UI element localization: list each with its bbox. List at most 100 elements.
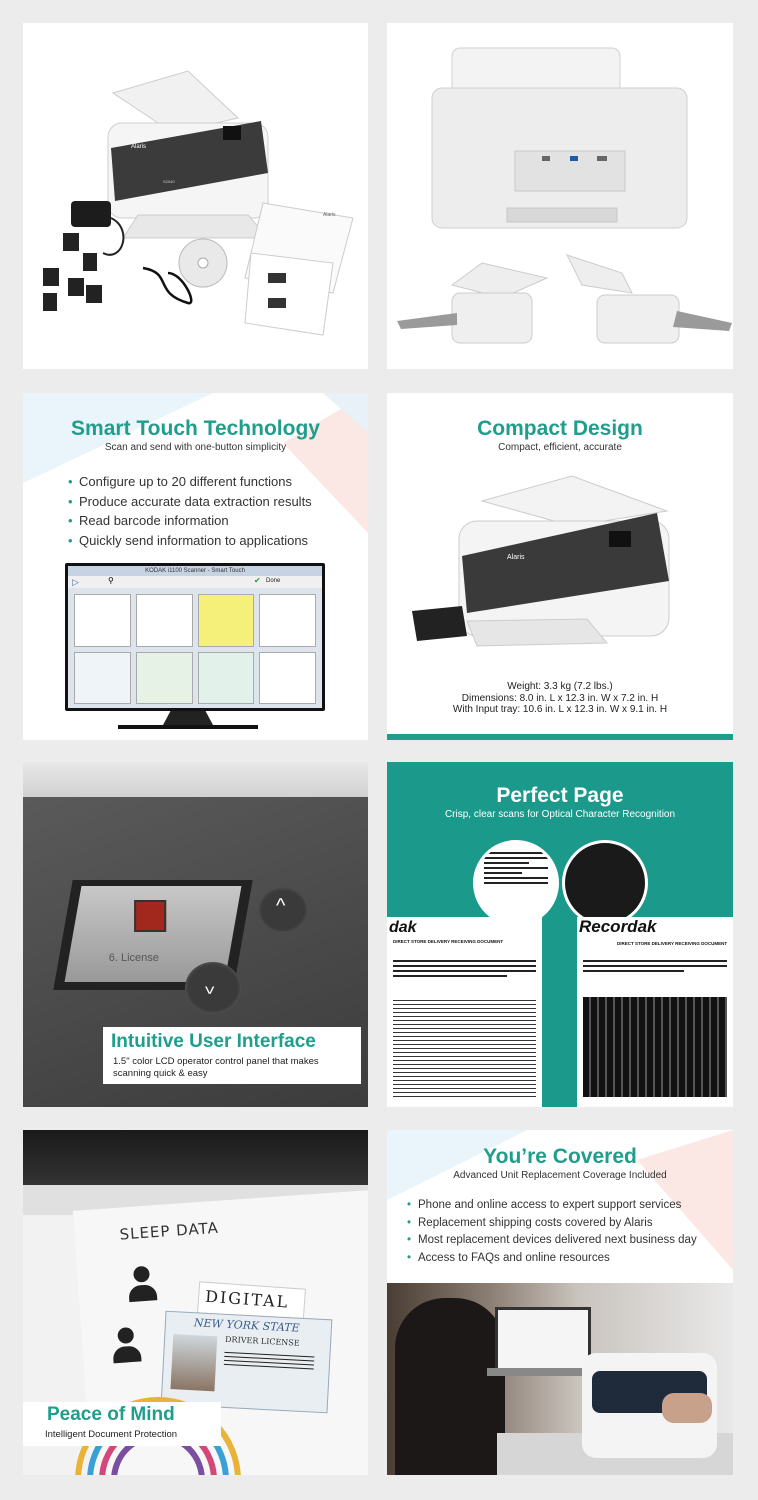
background-triangles — [23, 393, 368, 533]
compact-scanner-illustration: Alaris — [412, 475, 670, 647]
bullet-item: Configure up to 20 different functions — [68, 472, 312, 492]
views-illustration — [397, 47, 732, 344]
scanner-lcd — [223, 126, 241, 140]
document-clear: dak DIRECT STORE DELIVERY RECEIVING DOCU… — [387, 917, 542, 1107]
peace-caption: Peace of Mind Intelligent Document Prote… — [23, 1402, 221, 1446]
side-view-right — [566, 254, 633, 294]
thumbnail[interactable] — [197, 594, 255, 647]
page-thumbnails — [74, 594, 316, 704]
bullet-item: Access to FAQs and online resources — [407, 1250, 697, 1268]
input-tray — [111, 70, 240, 134]
compact-scanner-brand: Alaris — [507, 554, 525, 561]
woman-silhouette — [395, 1298, 505, 1475]
interface-title: Intuitive User Interface — [111, 1031, 316, 1052]
spec-weight: Weight: 3.3 kg (7.2 lbs.) — [507, 681, 613, 692]
thumbnail[interactable] — [135, 651, 193, 704]
tile-intuitive-ui: 6. License ^ ^ Intuitive User Interface … — [23, 762, 368, 1107]
doc-left-logo: dak — [389, 919, 417, 936]
office-photo — [387, 1283, 733, 1475]
covered-bullets: Phone and online access to expert suppor… — [407, 1197, 697, 1268]
thumbnail[interactable] — [259, 594, 316, 647]
teal-bar — [387, 734, 733, 740]
smart-touch-subtitle: Scan and send with one-button simplicity — [104, 442, 287, 453]
bullet-item: Produce accurate data extraction results — [68, 492, 312, 512]
peace-title: Peace of Mind — [47, 1404, 175, 1425]
perfect-page-title: Perfect Page — [496, 784, 624, 807]
plug-2 — [83, 253, 97, 271]
tile-peace-of-mind: SLEEP DATA DIGITAL NEW YORK STATE DRIVER… — [23, 1130, 368, 1475]
peace-subtitle: Intelligent Document Protection — [45, 1429, 178, 1440]
scanner-model: S2040 — [163, 179, 175, 184]
tile-in-the-box: Alaris S2040 Alaris — [23, 23, 368, 369]
tile-smart-touch: Smart Touch Technology Scan and send wit… — [23, 393, 368, 740]
license-icon — [134, 900, 167, 932]
thumbnail[interactable] — [135, 594, 193, 647]
zoom-circle-right — [562, 840, 648, 926]
digital-label: DIGITAL — [204, 1286, 290, 1312]
monitor-stand — [118, 711, 258, 733]
usb-cable — [142, 266, 193, 305]
bundle-illustration: Alaris S2040 Alaris — [43, 70, 354, 336]
compact-specs: Weight: 3.3 kg (7.2 lbs.) Dimensions: 8.… — [387, 681, 733, 716]
laptop-screen — [495, 1307, 591, 1371]
plug-1 — [63, 233, 79, 251]
lcd-label: 6. License — [108, 952, 159, 964]
bullet-item: Quickly send information to applications — [68, 531, 312, 551]
thumbnail[interactable] — [197, 651, 255, 704]
usb-port — [570, 156, 578, 161]
bullet-item: Phone and online access to expert suppor… — [407, 1197, 697, 1215]
hand — [662, 1393, 712, 1423]
bullet-item: Replacement shipping costs covered by Al… — [407, 1215, 697, 1233]
scanner-top — [111, 121, 268, 201]
smart-touch-bullets: Configure up to 20 different functions P… — [68, 472, 312, 550]
doc-right-logo: Recordak — [579, 917, 657, 936]
search-icon[interactable]: ⚲ — [108, 576, 114, 585]
compact-title: Compact Design — [477, 417, 643, 440]
bullet-item: Most replacement devices delivered next … — [407, 1232, 697, 1250]
tile-compact-design: Compact Design Compact, efficient, accur… — [387, 393, 733, 740]
smart-touch-window: KODAK i1100 Scanner - Smart Touch ▷ ⚲ ✔ … — [68, 566, 322, 708]
scanner-brand: Alaris — [131, 144, 146, 150]
spec-with-tray: With Input tray: 10.6 in. L x 12.3 in. W… — [452, 704, 668, 715]
perfect-page-subtitle: Crisp, clear scans for Optical Character… — [444, 809, 676, 820]
sheet-brand: Alaris — [323, 212, 336, 218]
down-button[interactable]: ^ — [185, 962, 241, 1014]
quick-start-sheet — [244, 252, 334, 336]
zoom-circle-left — [473, 840, 559, 926]
covered-title: You’re Covered — [483, 1145, 637, 1168]
bullet-item: Read barcode information — [68, 511, 312, 531]
chevron-down-icon: ^ — [205, 975, 215, 997]
thumbnail[interactable] — [74, 594, 131, 647]
window-titlebar: KODAK i1100 Scanner - Smart Touch — [68, 566, 322, 576]
compact-subtitle: Compact, efficient, accurate — [498, 442, 622, 453]
output-tray — [412, 606, 467, 641]
sleep-data-heading: SLEEP DATA — [119, 1218, 220, 1244]
scanner-edge — [23, 1130, 368, 1185]
laptop-base — [487, 1368, 595, 1376]
done-check-icon[interactable]: ✔ — [254, 576, 261, 585]
power-adapter — [71, 201, 111, 227]
tile-perfect-page: Perfect Page Crisp, clear scans for Opti… — [387, 762, 733, 1107]
spec-dimensions: Dimensions: 8.0 in. L x 12.3 in. W x 7.2… — [461, 692, 659, 704]
tile-youre-covered: You’re Covered Advanced Unit Replacement… — [387, 1130, 733, 1475]
chevron-up-icon: ^ — [276, 895, 286, 917]
up-button[interactable]: ^ — [258, 887, 308, 933]
person-icon — [127, 1265, 158, 1307]
doc-left-table — [393, 997, 536, 1097]
doc-left-header: DIRECT STORE DELIVERY RECEIVING DOCUMENT — [393, 939, 504, 944]
done-button[interactable]: Done — [266, 578, 281, 584]
play-icon[interactable]: ▷ — [72, 577, 79, 587]
output-tray — [122, 214, 270, 239]
plug-6 — [86, 285, 102, 303]
license-type: DRIVER LICENSE — [224, 1334, 300, 1348]
monitor: KODAK i1100 Scanner - Smart Touch ▷ ⚲ ✔ … — [65, 563, 325, 711]
smart-touch-title: Smart Touch Technology — [71, 417, 320, 440]
person-icon — [111, 1326, 142, 1368]
thumbnail[interactable] — [259, 651, 316, 704]
license-state: NEW YORK STATE — [193, 1316, 300, 1335]
plug-4 — [68, 278, 84, 296]
lcd-screen — [609, 531, 631, 547]
interface-subtitle: 1.5" color LCD operator control panel th… — [113, 1056, 319, 1079]
thumbnail[interactable] — [74, 651, 131, 704]
light-top-strip — [23, 762, 368, 800]
